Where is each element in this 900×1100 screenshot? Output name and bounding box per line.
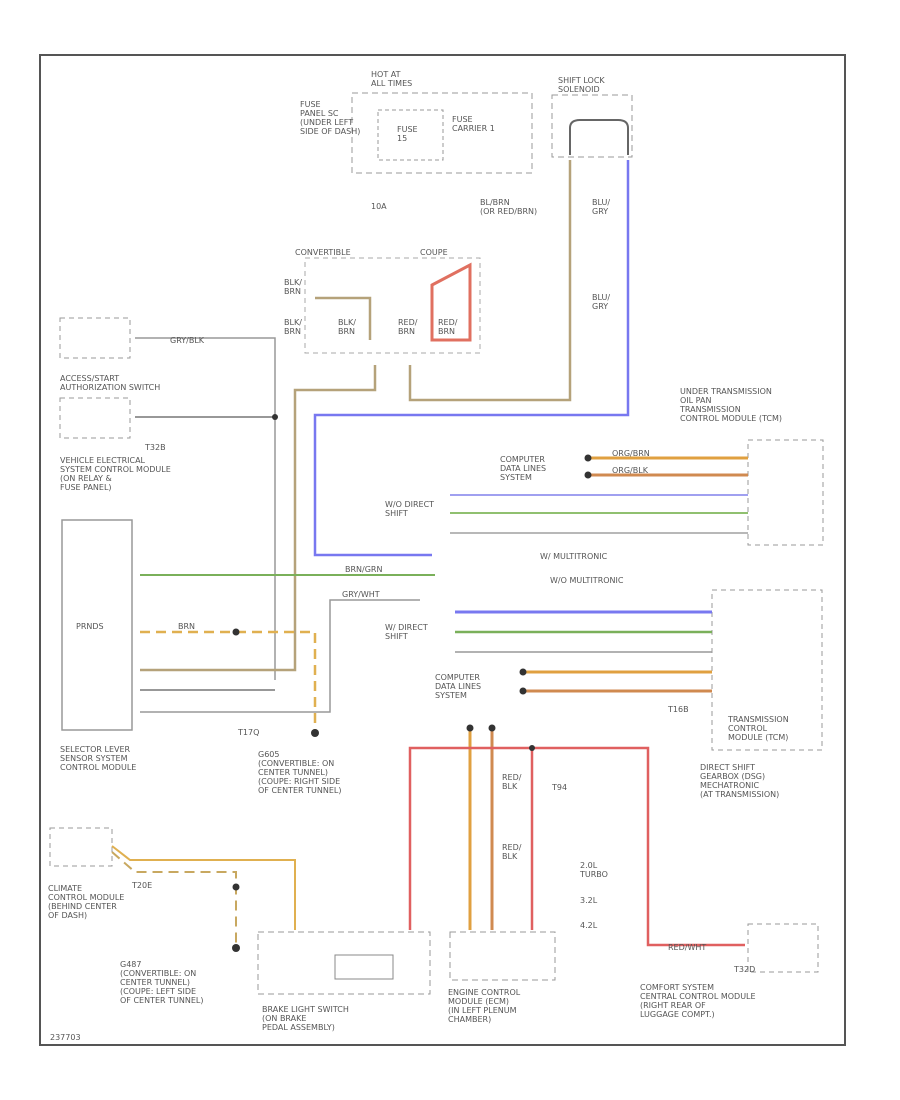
under-trans-tcm-box bbox=[747, 439, 824, 546]
t94-label: T94 bbox=[551, 783, 567, 792]
convertible-label: CONVERTIBLE bbox=[295, 248, 351, 257]
red-blk-label: RED/BLK bbox=[502, 773, 522, 791]
coupe-jumper-wire bbox=[430, 262, 472, 342]
red-brn-label-2: RED/BRN bbox=[438, 318, 458, 336]
junction-dot-red bbox=[529, 745, 535, 751]
prnds-box bbox=[61, 519, 133, 731]
wire-tan-bl-brn bbox=[408, 160, 572, 402]
blu-gry-label-top: BLU/GRY bbox=[592, 198, 610, 216]
climate-box bbox=[49, 827, 113, 867]
blu-gry-label-mid: BLU/GRY bbox=[592, 293, 610, 311]
brake-switch-box bbox=[257, 931, 431, 995]
wire-tan-to-prnds bbox=[140, 365, 377, 672]
access-start-box bbox=[59, 317, 131, 359]
gry-wht-label: GRY/WHT bbox=[342, 590, 380, 599]
org-blk-label: ORG/BLK bbox=[612, 466, 649, 475]
blk-brn-label-2: BLK/BRN bbox=[284, 318, 302, 336]
wire-gry-wht-prnds bbox=[140, 599, 420, 713]
wire-brn-g605 bbox=[140, 630, 317, 730]
engine-42-label: 4.2L bbox=[580, 921, 598, 930]
t20e-label: T20E bbox=[131, 881, 152, 890]
wire-red-blk bbox=[408, 746, 745, 947]
red-blk-label-2: RED/BLK bbox=[502, 843, 522, 861]
engine-32-label: 3.2L bbox=[580, 896, 598, 905]
junction-dot-g605 bbox=[232, 628, 240, 636]
red-brn-label: RED/BRN bbox=[398, 318, 418, 336]
w-multitronic-label: W/ MULTITRONIC bbox=[540, 552, 608, 561]
wo-multitronic-label: W/O MULTITRONIC bbox=[550, 576, 624, 585]
t17q-label: T17Q bbox=[237, 728, 259, 737]
wire-blue-shift-lock bbox=[313, 160, 630, 557]
can-dot-6 bbox=[488, 724, 496, 732]
prnds-label: PRNDS bbox=[76, 622, 104, 631]
blk-brn-label: BLK/BRN bbox=[284, 278, 302, 296]
ecm-box bbox=[449, 931, 556, 981]
wire-gry-blk-access bbox=[135, 337, 276, 680]
brn-grn-label: BRN/GRN bbox=[345, 565, 382, 574]
dsg-tcm-box bbox=[711, 589, 823, 751]
g487-ground bbox=[232, 944, 240, 952]
wire-tan-convertible bbox=[315, 296, 372, 340]
coupe-label: COUPE bbox=[420, 248, 448, 257]
t16b-label: T16B bbox=[667, 705, 689, 714]
g605-ground bbox=[311, 729, 319, 737]
org-brn-label: ORG/BRN bbox=[612, 449, 650, 458]
junction-dot-access bbox=[272, 414, 278, 420]
red-wht-label: RED/WHT bbox=[668, 943, 706, 952]
blk-brn-label-3: BLK/BRN bbox=[338, 318, 356, 336]
t32d-label: T32D bbox=[733, 965, 755, 974]
junction-dot-climate bbox=[232, 883, 240, 891]
diagram-border bbox=[39, 54, 846, 1046]
bl-brn-label: BL/BRN(OR RED/BRN) bbox=[480, 198, 537, 216]
t32b-label: T32B bbox=[144, 443, 166, 452]
shift-lock-box bbox=[551, 94, 633, 158]
fuse-rating-label: 10A bbox=[371, 202, 387, 211]
brake-switch-inner bbox=[334, 954, 394, 980]
fuse-panel-box bbox=[351, 92, 533, 174]
can-dot-2 bbox=[584, 471, 592, 479]
brn-label: BRN bbox=[178, 622, 195, 631]
comfort-box bbox=[747, 923, 819, 973]
diagram-id: 237703 bbox=[50, 1033, 81, 1042]
fuse-15-box bbox=[377, 109, 444, 161]
wire-brn-climate-2 bbox=[111, 851, 237, 945]
access-start-box-2 bbox=[59, 397, 131, 439]
wire-brn-climate bbox=[111, 845, 296, 930]
can-dot-1 bbox=[584, 454, 592, 462]
can-dot-5 bbox=[466, 724, 474, 732]
can-dot-4 bbox=[519, 687, 527, 695]
can-dot-3 bbox=[519, 668, 527, 676]
shift-lock-coil bbox=[569, 119, 629, 155]
gry-blk-label: GRY/BLK bbox=[170, 336, 205, 345]
